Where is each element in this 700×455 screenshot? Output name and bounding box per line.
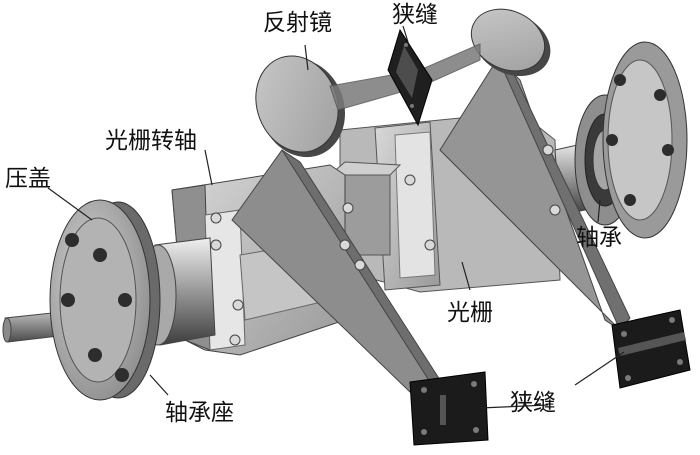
flange-bolt-hole bbox=[606, 134, 618, 146]
label-slit-top: 狭缝 bbox=[392, 2, 438, 28]
bottom-slit-plate-right bbox=[611, 309, 691, 389]
screw-set bbox=[210, 144, 561, 346]
right-flange bbox=[602, 41, 688, 239]
label-mirror: 反射镜 bbox=[263, 10, 332, 36]
reflector-mirror-right bbox=[470, 8, 551, 77]
label-grating-shaft: 光栅转轴 bbox=[105, 128, 197, 154]
leader-lines bbox=[47, 25, 625, 409]
label-bearing-seat: 轴承座 bbox=[165, 400, 234, 426]
flange-bolt-hole bbox=[118, 293, 132, 307]
flange-bolt-hole bbox=[88, 348, 102, 362]
flange-bolt-hole bbox=[662, 144, 674, 156]
flange-bolt-hole bbox=[115, 368, 129, 382]
label-slit-bottom: 狭缝 bbox=[510, 390, 556, 416]
flange-bolt-hole bbox=[61, 293, 75, 307]
flange-bolt-hole bbox=[624, 194, 636, 206]
bearing-seat-flange bbox=[49, 199, 161, 401]
bottom-slit-plate-left bbox=[409, 371, 489, 446]
label-press-cover: 压盖 bbox=[5, 166, 51, 192]
flange-bolt-hole bbox=[614, 74, 626, 86]
flange-bolt-hole bbox=[93, 248, 107, 262]
flange-bolt-hole bbox=[654, 89, 666, 101]
top-slit bbox=[387, 28, 433, 127]
label-bearing: 轴承 bbox=[576, 225, 622, 251]
label-grating: 光栅 bbox=[447, 300, 493, 326]
flange-bolt-hole bbox=[65, 233, 79, 247]
